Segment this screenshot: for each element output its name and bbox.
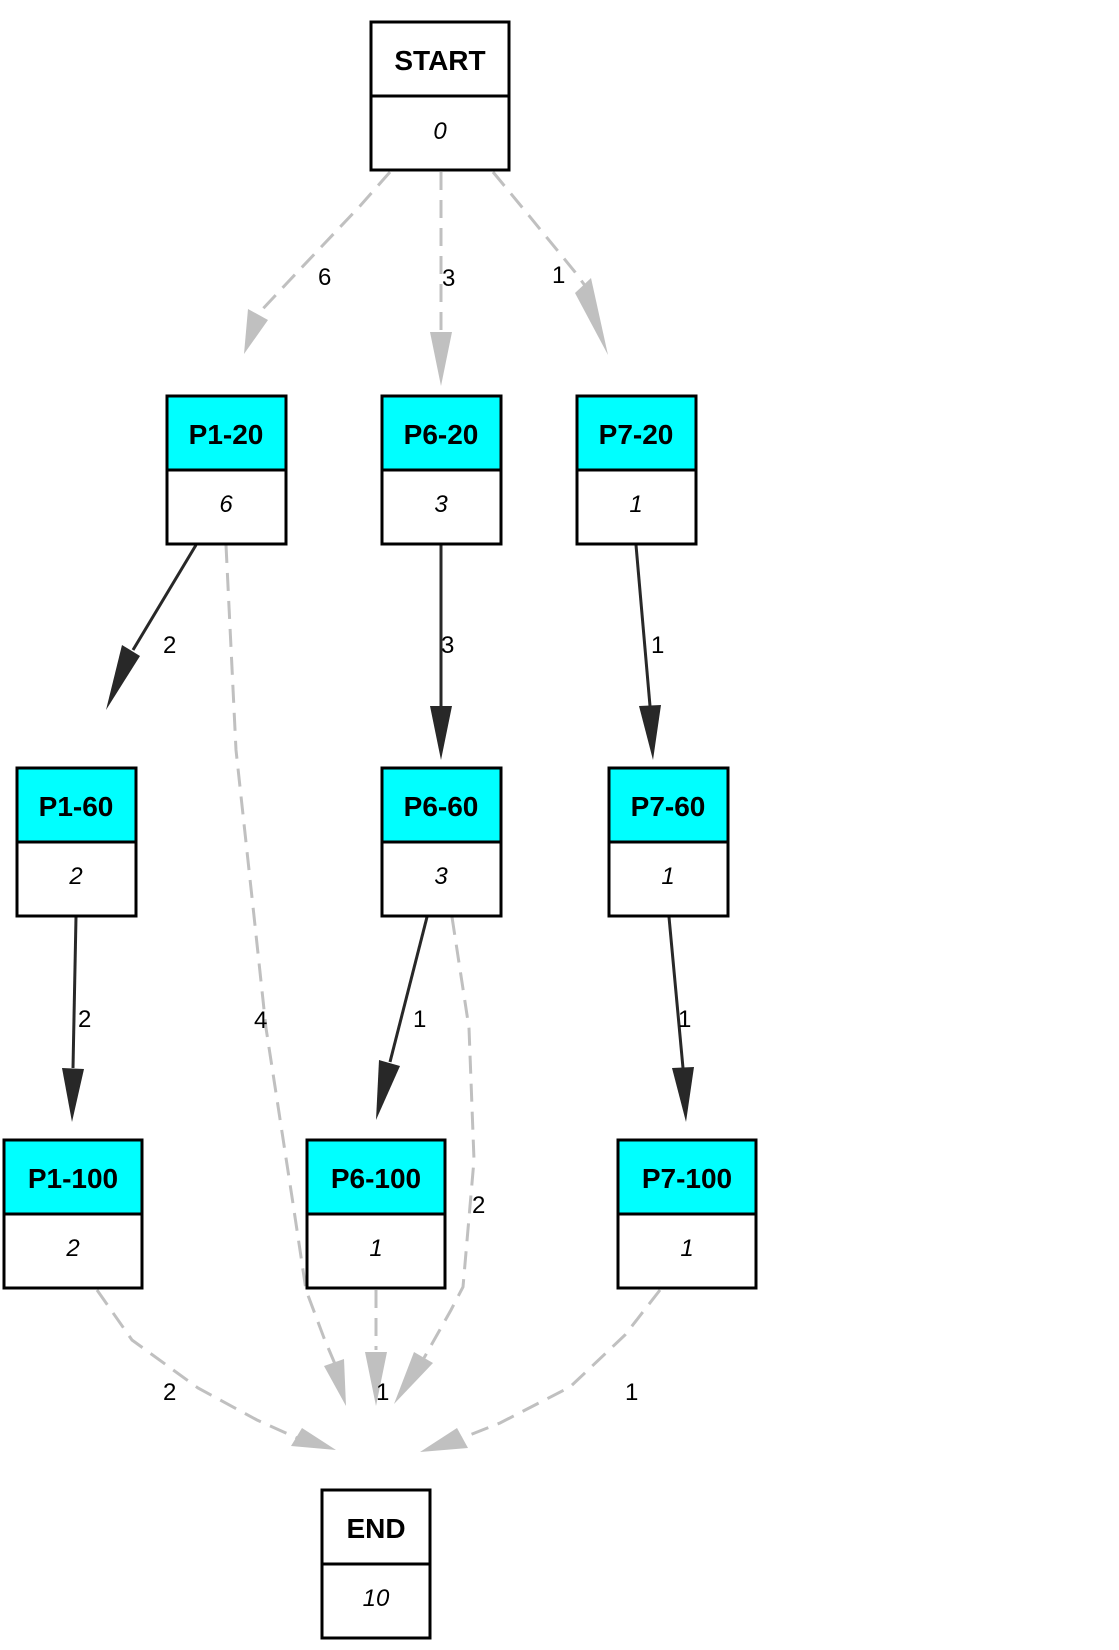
node-title: END xyxy=(346,1513,405,1544)
node-p6-60: P6-60 3 xyxy=(380,766,503,918)
node-title: P7-100 xyxy=(642,1163,732,1194)
node-p7-60: P7-60 1 xyxy=(607,766,730,918)
edge-p6-20-p6-60: 3 xyxy=(430,545,454,760)
edge-p6-60-p6-100: 1 xyxy=(376,916,429,1120)
edge-p1-20-p1-60: 2 xyxy=(106,544,198,710)
edge-p7-20-p7-60: 1 xyxy=(634,544,664,760)
node-p7-20: P7-20 1 xyxy=(575,394,698,546)
edge-start-p1-20: 6 xyxy=(244,171,392,354)
node-count: 3 xyxy=(434,863,448,890)
edge-label: 2 xyxy=(78,1006,91,1033)
node-end: END 10 xyxy=(320,1488,432,1640)
edge-label: 1 xyxy=(376,1379,389,1406)
node-count: 1 xyxy=(661,863,674,890)
edge-label: 3 xyxy=(441,632,454,659)
edge-label: 2 xyxy=(163,632,176,659)
edge-label: 2 xyxy=(163,1379,176,1406)
node-title: P6-20 xyxy=(404,419,479,450)
edge-p1-100-end: 2 xyxy=(95,1289,336,1450)
edge-label: 1 xyxy=(413,1006,426,1033)
edge-label: 3 xyxy=(442,265,455,292)
edge-label: 1 xyxy=(678,1006,691,1033)
edge-p6-100-end: 1 xyxy=(365,1290,389,1406)
node-p7-100: P7-100 1 xyxy=(616,1138,758,1290)
node-count: 1 xyxy=(629,491,642,518)
node-title: P7-20 xyxy=(599,419,674,450)
edge-p7-100-end: 1 xyxy=(420,1289,662,1452)
node-title: P6-100 xyxy=(331,1163,421,1194)
edge-p6-60-end: 2 xyxy=(394,916,485,1404)
node-count: 10 xyxy=(363,1585,390,1612)
node-title: P6-60 xyxy=(404,791,479,822)
edge-label: 4 xyxy=(254,1007,267,1034)
edge-start-p7-20: 1 xyxy=(491,171,608,355)
node-count: 1 xyxy=(369,1235,382,1262)
node-title: P1-100 xyxy=(28,1163,118,1194)
node-count: 0 xyxy=(433,118,447,145)
node-p6-100: P6-100 1 xyxy=(305,1138,447,1290)
node-count: 3 xyxy=(434,491,448,518)
node-title: P7-60 xyxy=(631,791,706,822)
node-count: 2 xyxy=(68,863,82,890)
node-count: 1 xyxy=(680,1235,693,1262)
node-start: START 0 xyxy=(369,20,511,172)
node-p1-100: P1-100 2 xyxy=(2,1138,144,1290)
edge-label: 6 xyxy=(318,264,331,291)
edge-label: 1 xyxy=(552,262,565,289)
node-p1-20: P1-20 6 xyxy=(165,394,288,546)
node-count: 2 xyxy=(65,1235,79,1262)
node-title: START xyxy=(394,45,485,76)
edge-p1-20-end: 4 xyxy=(224,544,346,1406)
edge-label: 1 xyxy=(651,632,664,659)
node-count: 6 xyxy=(219,491,233,518)
edge-label: 1 xyxy=(625,1379,638,1406)
node-title: P1-20 xyxy=(189,419,264,450)
node-p1-60: P1-60 2 xyxy=(15,766,138,918)
edge-start-p6-20: 3 xyxy=(430,172,455,386)
edge-p7-60-p7-100: 1 xyxy=(667,916,694,1122)
edge-label: 2 xyxy=(472,1192,485,1219)
node-p6-20: P6-20 3 xyxy=(380,394,503,546)
node-title: P1-60 xyxy=(39,791,114,822)
edge-p1-60-p1-100: 2 xyxy=(62,916,91,1122)
